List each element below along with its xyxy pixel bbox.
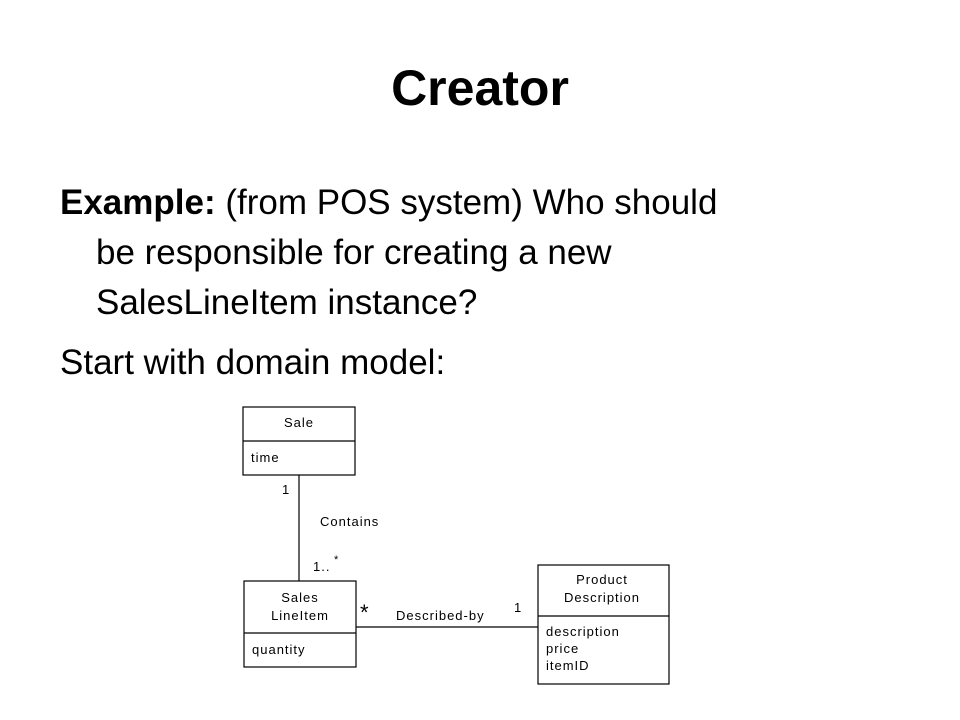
class-product-description-attr-description: description — [546, 624, 620, 639]
class-sale-name: Sale — [284, 415, 314, 430]
class-sales-line-item-attr-quantity: quantity — [252, 642, 306, 657]
association-contains-label: Contains — [320, 514, 379, 529]
association-described-by-mult-line-item: * — [360, 600, 369, 625]
class-sales-line-item-name-1: Sales — [281, 590, 319, 605]
class-product-description-box — [537, 564, 670, 685]
association-contains-mult-line-item: 1.. — [313, 559, 330, 574]
class-product-description-name-1: Product — [576, 572, 628, 587]
class-product-description-attr-price: price — [546, 641, 579, 656]
class-product-description-attr-itemid: itemID — [546, 658, 590, 673]
association-described-by-mult-product: 1 — [514, 600, 522, 615]
class-sales-line-item-name-2: LineItem — [271, 608, 329, 623]
slide-title: Creator — [391, 60, 569, 116]
example-line-3: SalesLineItem instance? — [96, 283, 478, 322]
example-label: Example: — [60, 183, 216, 222]
association-contains-mult-sale: 1 — [282, 482, 290, 497]
class-sales-line-item-box — [243, 580, 357, 668]
class-sale-attr-time: time — [251, 450, 280, 465]
class-product-description-name-2: Description — [564, 590, 640, 605]
example-line-2: be responsible for creating a new — [96, 233, 612, 272]
class-product-description: Product Description description price it… — [537, 564, 670, 685]
class-sales-line-item: Sales LineItem quantity — [243, 580, 357, 668]
association-contains: 1 Contains 1.. * — [282, 475, 379, 581]
example-line-1: (from POS system) Who should — [215, 183, 718, 222]
association-described-by-label: Described-by — [396, 608, 485, 623]
example-paragraph: Example: (from POS system) Who should be… — [60, 178, 920, 328]
association-contains-mult-line-item-star: * — [334, 554, 339, 566]
start-paragraph: Start with domain model: — [60, 343, 446, 382]
class-sale: Sale time — [242, 406, 356, 476]
association-described-by: * Described-by 1 — [356, 600, 538, 628]
